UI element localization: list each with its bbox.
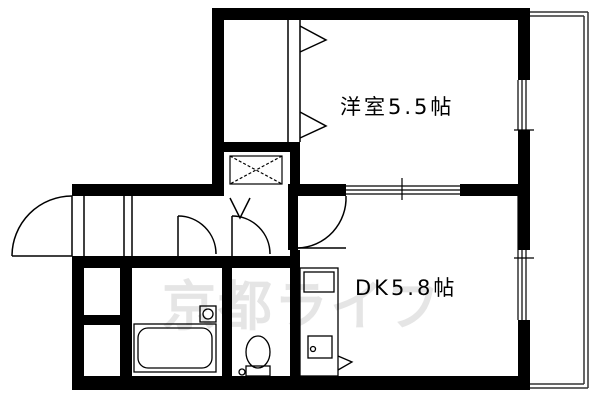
toilet [238, 335, 271, 377]
dk-room-label: DK5.8帖 [355, 276, 458, 300]
kitchen-counter [299, 267, 354, 377]
closet-doors [287, 20, 328, 142]
walls [72, 8, 530, 390]
western-room-label: 洋室5.5帖 [340, 95, 455, 119]
bathtub [133, 305, 217, 373]
balcony [528, 11, 589, 389]
windows [346, 80, 534, 320]
entry-door [11, 195, 133, 257]
bath-door [177, 215, 217, 256]
toilet-door [229, 197, 271, 256]
dk-door [297, 195, 347, 249]
storage-box [229, 155, 283, 185]
